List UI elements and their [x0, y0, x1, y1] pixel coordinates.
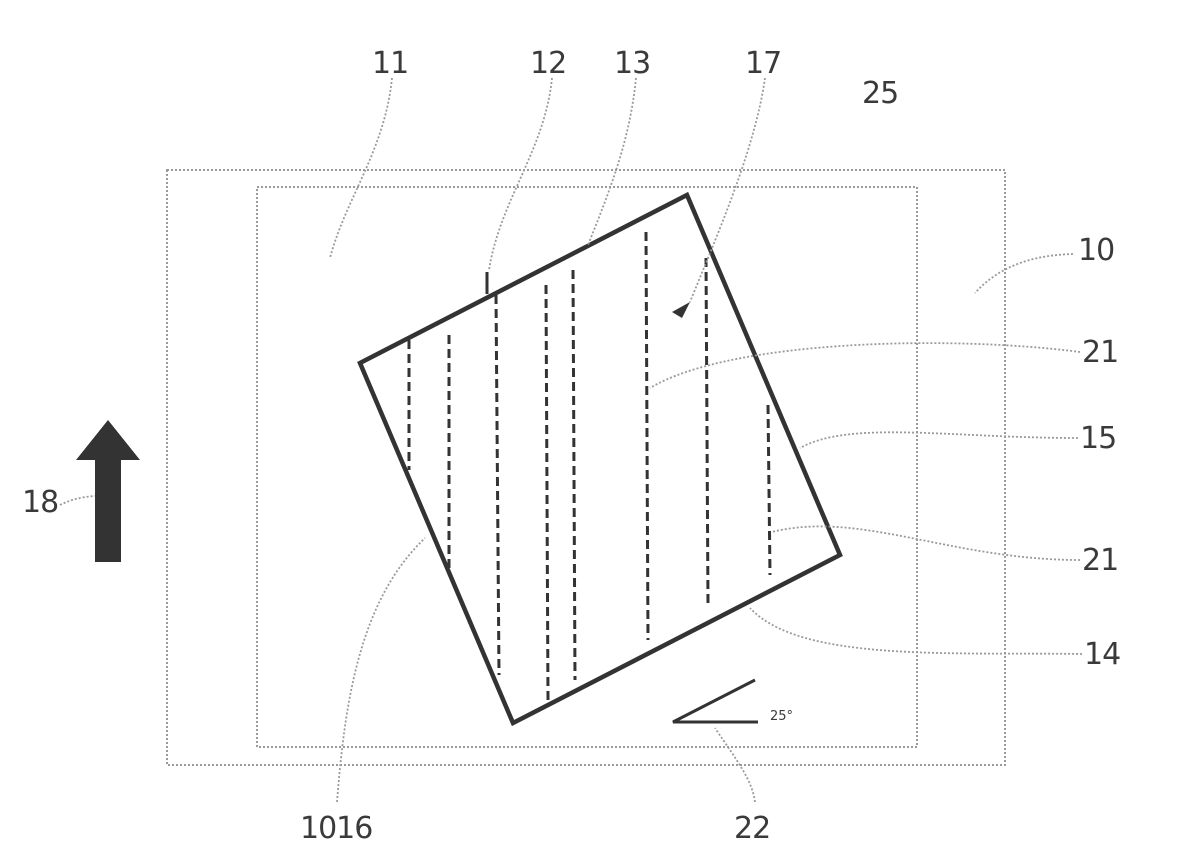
arrow-17-head: [672, 302, 690, 318]
dashed-line: [644, 231, 650, 641]
leader-18: [59, 495, 96, 506]
leader-10: [974, 253, 1074, 294]
dashed-line: [571, 269, 577, 681]
dashed-line: [544, 284, 550, 701]
leader-14: [749, 607, 1083, 655]
label-1016: 1016: [300, 811, 372, 846]
leader-22: [714, 727, 756, 803]
dashed-line: [766, 404, 772, 576]
inner-frame: [256, 186, 918, 748]
leader-lines: [59, 77, 1083, 803]
label-10: 10: [1078, 233, 1114, 268]
label-angle: 25°: [770, 709, 793, 724]
label-17: 17: [745, 46, 781, 81]
leader-17: [689, 77, 766, 303]
dashed-line: [704, 257, 710, 606]
label-22: 22: [734, 811, 770, 846]
label-12: 12: [530, 46, 566, 81]
leader-21a: [649, 342, 1081, 389]
dashed-lines: [407, 231, 772, 701]
label-15: 15: [1080, 421, 1116, 456]
leader-11: [329, 77, 393, 259]
direction-arrow-icon: [76, 420, 140, 562]
label-21a: 21: [1082, 335, 1118, 370]
dashed-line: [494, 294, 501, 676]
label-18: 18: [22, 485, 58, 520]
label-11: 11: [372, 46, 408, 81]
leader-12: [488, 77, 553, 271]
label-21b: 21: [1082, 543, 1118, 578]
leader-1016: [336, 537, 426, 803]
label-13: 13: [614, 46, 650, 81]
label-25: 25: [862, 76, 898, 111]
outer-frame: [166, 169, 1006, 766]
leader-13: [587, 77, 637, 246]
leader-15: [799, 431, 1079, 449]
label-14: 14: [1084, 637, 1120, 672]
rotated-square: [357, 191, 843, 727]
angle-mark: [672, 678, 758, 724]
leader-21b: [771, 525, 1081, 561]
